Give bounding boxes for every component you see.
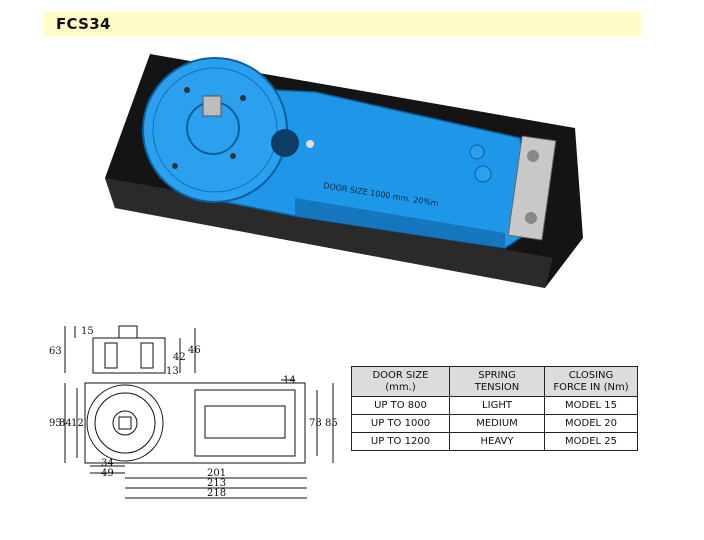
cell-tension: LIGHT [449,396,545,415]
dim-12: 12 [71,418,84,429]
dim-34: 34 [101,458,114,469]
dim-63: 63 [49,346,62,357]
product-title: FCS34 [56,15,111,33]
dim-201: 201 [207,468,226,479]
dim-14: 14 [283,375,296,386]
title-bar: FCS34 [44,12,641,36]
adjuster-bracket [507,135,557,241]
dim-49: 49 [101,468,114,479]
header-door-size: DOOR SIZE(mm.) [351,366,450,397]
product-photo: DOOR SIZE 1000 mm. 20%m [105,54,583,288]
table-row: UP TO 1000 MEDIUM MODEL 20 [351,414,638,433]
dim-95: 95 [49,418,62,429]
dim-46: 46 [188,345,201,356]
logo-icon [271,129,299,157]
dim-213: 213 [207,478,226,489]
cell-door-size: UP TO 1200 [351,432,450,451]
dim-218: 218 [207,488,226,499]
spindle [202,95,222,117]
dim-85: 85 [325,418,338,429]
cell-door-size: UP TO 800 [351,396,450,415]
table-row: UP TO 1200 HEAVY MODEL 25 [351,432,638,451]
dim-42: 42 [173,352,186,363]
technical-drawing: 15 63 42 46 13 14 95 84 12 78 85 34 49 2… [49,325,338,499]
cell-model: MODEL 15 [544,396,638,415]
dim-15: 15 [81,326,94,337]
dim-13: 13 [166,366,179,377]
cell-door-size: UP TO 1000 [351,414,450,433]
table-row: UP TO 800 LIGHT MODEL 15 [351,396,638,415]
cell-tension: MEDIUM [449,414,545,433]
dim-78: 78 [309,418,322,429]
cell-tension: HEAVY [449,432,545,451]
cell-model: MODEL 20 [544,414,638,433]
dim-84: 84 [59,418,72,429]
cell-model: MODEL 25 [544,432,638,451]
